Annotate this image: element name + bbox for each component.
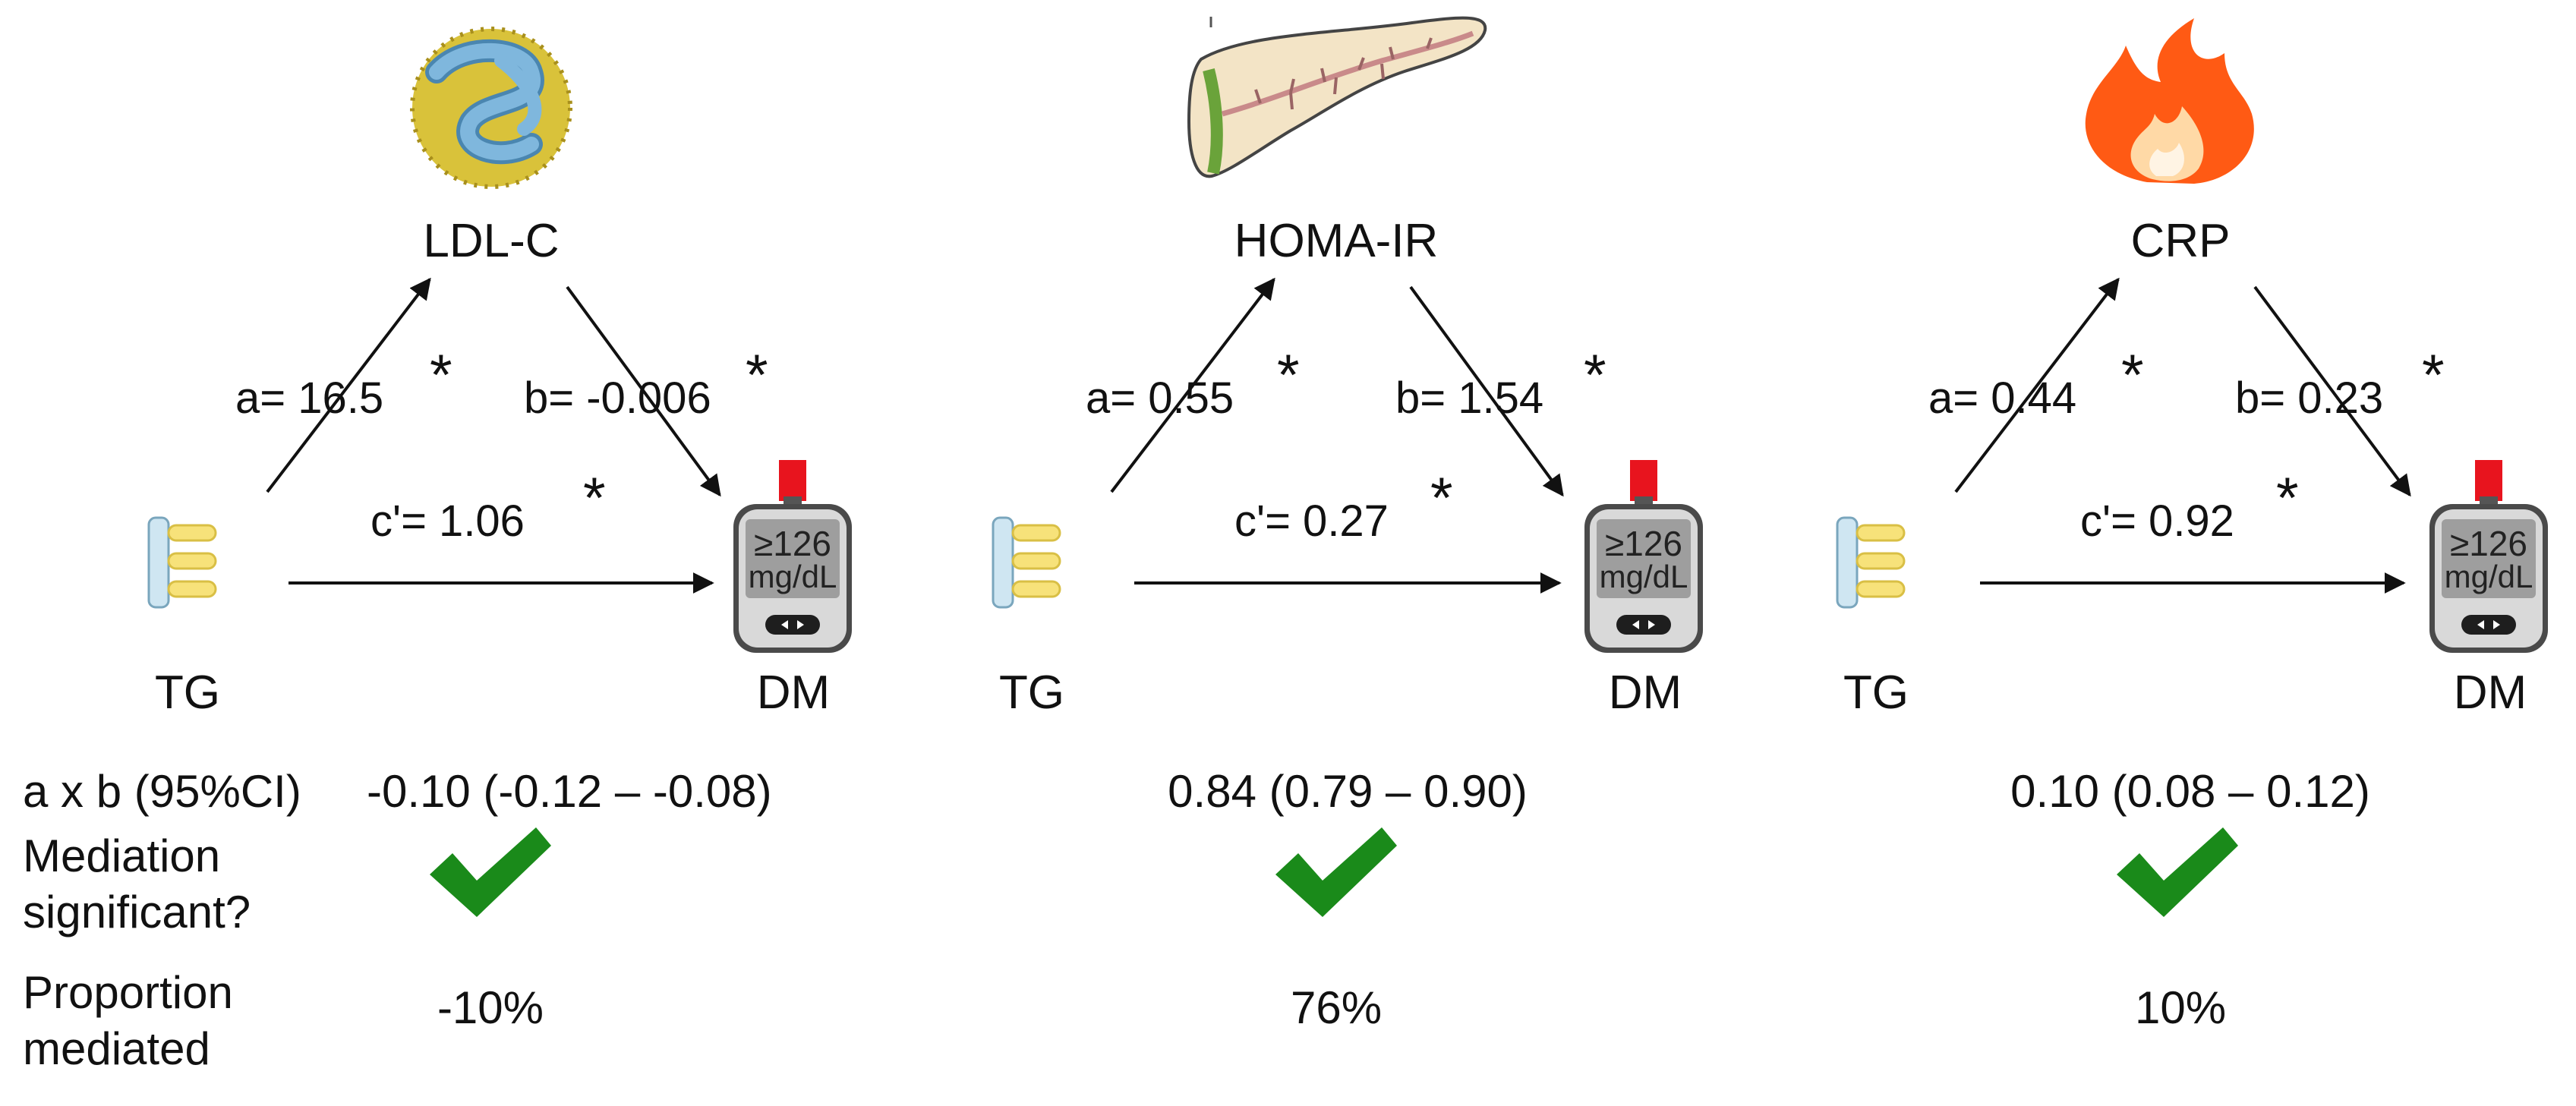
significance-star: * [746, 343, 768, 408]
panel-homa-ir: HOMA-IR TG ≥126 mg/dL DM a= 0.55 * b= 1.… [992, 16, 1703, 1033]
path-c-prime-coefficient: c'= 0.27 [1234, 496, 1389, 546]
triglyceride-molecule-icon [1836, 516, 1906, 609]
panel-crp: CRP TG ≥126 mg/dL DM a= 0.44 * b= 0.23 *… [1836, 18, 2548, 1033]
row-labels: a x b (95%CI) Mediation significant? Pro… [23, 766, 301, 1074]
glucose-meter-icon: ≥126 mg/dL [733, 460, 852, 653]
path-b-coefficient: b= 1.54 [1395, 373, 1543, 423]
significance-star: * [2422, 343, 2445, 408]
path-b-coefficient: b= -0.006 [524, 373, 711, 423]
meter-value: ≥126 [2450, 524, 2527, 563]
indirect-effect-value: -0.10 (-0.12 – -0.08) [367, 766, 772, 817]
indirect-effect-value: 0.10 (0.08 – 0.12) [2010, 766, 2370, 817]
significance-star: * [1430, 466, 1453, 531]
ldl-particle-icon [410, 27, 572, 189]
significance-star: * [430, 343, 452, 408]
path-a-coefficient: a= 0.55 [1086, 373, 1234, 423]
significance-star: * [1277, 343, 1300, 408]
meter-value: ≥126 [754, 524, 831, 563]
path-a-arrow [1110, 277, 1275, 493]
path-a-coefficient: a= 16.5 [235, 373, 383, 423]
meter-unit: mg/dL [2445, 559, 2533, 594]
indirect-effect-value: 0.84 (0.79 – 0.90) [1168, 766, 1528, 817]
exposure-label: TG [155, 666, 220, 719]
path-a-arrow [1954, 277, 2120, 493]
path-a-arrow [266, 277, 431, 493]
mediator-label: LDL-C [423, 215, 559, 267]
checkmark-icon [2117, 827, 2238, 917]
meter-unit: mg/dL [749, 559, 837, 594]
triglyceride-molecule-icon [992, 516, 1061, 609]
outcome-label: DM [1609, 666, 1682, 719]
indirect-effect-row-label: a x b (95%CI) [23, 766, 301, 817]
proportion-row-label: Proportion [23, 967, 233, 1018]
path-b-arrow [2253, 285, 2411, 497]
panel-ldl-c: LDL-C TG ≥126 mg/dL DM a= 16.5 * b= -0.0… [147, 27, 852, 1033]
proportion-row-label: mediated [23, 1023, 210, 1074]
mediator-label: HOMA-IR [1234, 215, 1439, 267]
path-c-prime-coefficient: c'= 1.06 [370, 496, 525, 546]
proportion-mediated-value: 10% [2135, 982, 2226, 1033]
glucose-meter-icon: ≥126 mg/dL [2429, 460, 2548, 653]
meter-unit: mg/dL [1600, 559, 1688, 594]
path-b-arrow [1409, 285, 1564, 497]
path-b-arrow [566, 285, 721, 497]
path-c-prime-coefficient: c'= 0.92 [2080, 496, 2234, 546]
path-a-coefficient: a= 0.44 [1928, 373, 2076, 423]
significance-row-label: Mediation [23, 830, 220, 881]
significance-star: * [2276, 466, 2299, 531]
proportion-mediated-value: -10% [437, 982, 544, 1033]
mediator-label: CRP [2131, 215, 2231, 267]
path-b-coefficient: b= 0.23 [2235, 373, 2383, 423]
flame-icon [2085, 18, 2254, 184]
glucose-meter-icon: ≥126 mg/dL [1584, 460, 1703, 653]
meter-value: ≥126 [1605, 524, 1682, 563]
significance-star: * [583, 466, 606, 531]
checkmark-icon [430, 827, 551, 917]
significance-star: * [1584, 343, 1606, 408]
significance-row-label: significant? [23, 887, 251, 937]
outcome-label: DM [2454, 666, 2527, 719]
checkmark-icon [1275, 827, 1397, 917]
exposure-label: TG [999, 666, 1064, 719]
outcome-label: DM [757, 666, 830, 719]
triglyceride-molecule-icon [147, 516, 217, 609]
pancreas-icon [1187, 16, 1487, 178]
exposure-label: TG [1843, 666, 1909, 719]
proportion-mediated-value: 76% [1291, 982, 1382, 1033]
significance-star: * [2121, 343, 2144, 408]
